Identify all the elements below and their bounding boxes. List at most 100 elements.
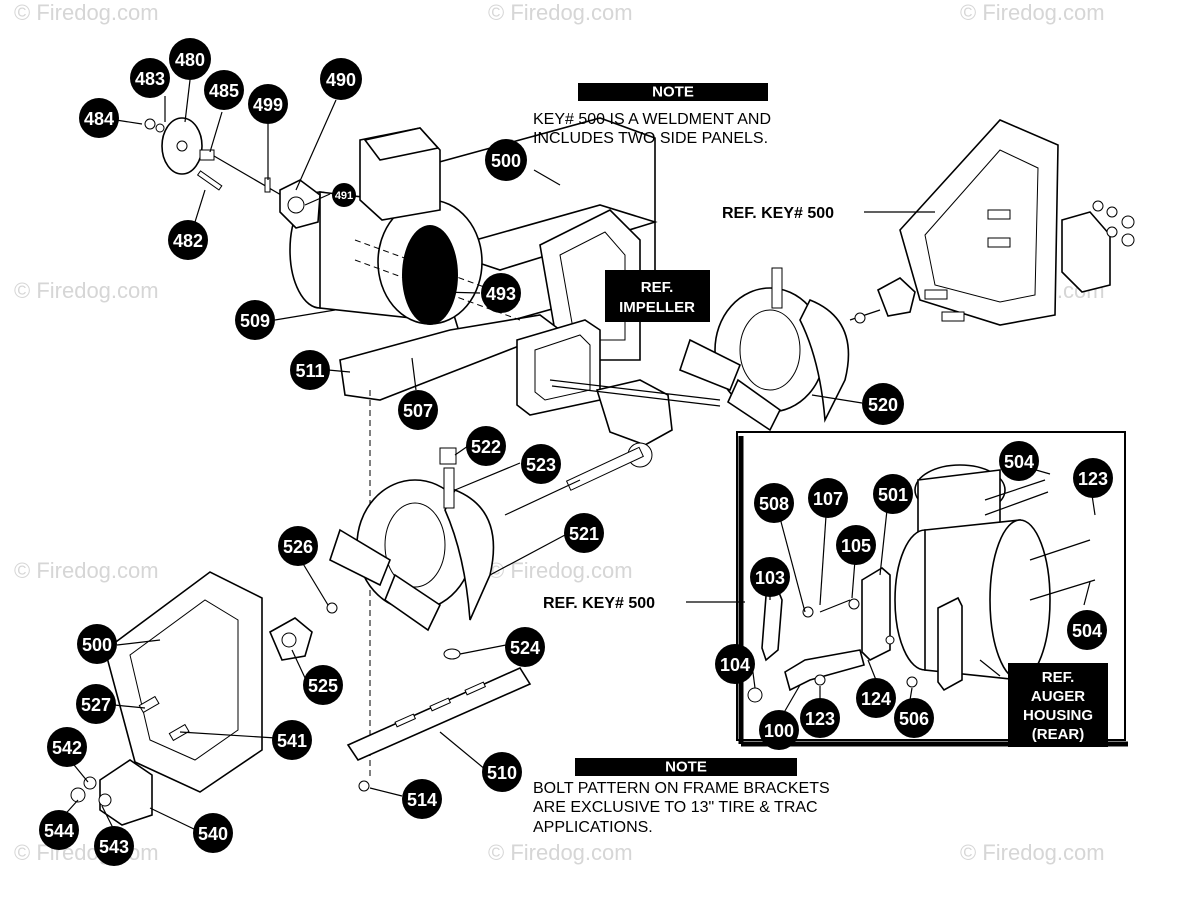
callout-number: 511: [295, 361, 324, 381]
callout-522: 522: [466, 426, 506, 466]
callout-number: 104: [720, 655, 750, 675]
callout-number: 526: [283, 537, 313, 557]
callout-number: 483: [135, 69, 165, 89]
callout-bubble: [750, 557, 790, 597]
callout-number: 123: [1078, 469, 1108, 489]
callout-bubble: [39, 810, 79, 850]
callout-100: 100: [759, 710, 799, 750]
callout-507: 507: [398, 390, 438, 430]
leader-lines: [59, 79, 1096, 831]
callout-bubble: [759, 710, 799, 750]
callout-bubble: [278, 526, 318, 566]
callout-bubble: [332, 183, 356, 207]
callout-number: 490: [326, 70, 356, 90]
note-bottom-heading: NOTE: [665, 759, 707, 776]
callout-number: 499: [253, 95, 283, 115]
watermark: © Firedog.com: [488, 840, 633, 865]
callout-number: 514: [407, 790, 437, 810]
watermark: © Firedog.com: [14, 0, 159, 25]
callout-107: 107: [808, 478, 848, 518]
callout-bubble: [320, 58, 362, 100]
note-top: NOTE KEY# 500 IS A WELDMENT AND INCLUDES…: [533, 83, 771, 147]
watermark: © Firedog.com: [14, 558, 159, 583]
callout-bubble: [94, 826, 134, 866]
callout-bubble: [79, 98, 119, 138]
ref-impeller-line1: REF.: [641, 279, 674, 296]
callout-500: 500: [77, 624, 117, 664]
callout-number: 480: [175, 50, 205, 70]
callout-485: 485: [204, 70, 244, 110]
callout-123: 123: [800, 698, 840, 738]
callout-bubble: [169, 38, 211, 80]
callout-number: 100: [764, 721, 794, 741]
callout-bubble: [856, 678, 896, 718]
callout-103: 103: [750, 557, 790, 597]
callout-number: 524: [510, 638, 540, 658]
callout-bubble: [505, 627, 545, 667]
scraper-bar-drawing: [346, 666, 532, 792]
ref-key-label-mid: REF. KEY# 500: [543, 595, 655, 612]
callout-number: 522: [471, 437, 501, 457]
callout-500: 500: [485, 139, 527, 181]
callout-number: 521: [569, 524, 599, 544]
watermark: © Firedog.com: [960, 0, 1105, 25]
callout-524: 524: [505, 627, 545, 667]
callout-543: 543: [94, 826, 134, 866]
callout-bubble: [193, 813, 233, 853]
callout-526: 526: [278, 526, 318, 566]
ref-impeller-line2: IMPELLER: [619, 299, 695, 316]
callout-520: 520: [862, 383, 904, 425]
watermark: © Firedog.com: [14, 278, 159, 303]
ref-auger-housing-box: REF. AUGER HOUSING (REAR): [1008, 663, 1108, 747]
ref-key-label-right: REF. KEY# 500: [722, 205, 834, 222]
callout-bubble: [481, 273, 521, 313]
callout-number: 506: [899, 709, 929, 729]
callout-bubble: [862, 383, 904, 425]
ref-impeller-box: REF. IMPELLER: [605, 270, 710, 322]
note-bottom: NOTE BOLT PATTERN ON FRAME BRACKETS ARE …: [533, 758, 830, 836]
note-bottom-line2: ARE EXCLUSIVE TO 13" TIRE & TRAC: [533, 799, 818, 816]
callout-number: 123: [805, 709, 835, 729]
callout-510: 510: [482, 752, 522, 792]
callout-bubble: [76, 684, 116, 724]
callout-number: 124: [861, 689, 891, 709]
callout-number: 103: [755, 568, 785, 588]
callout-number: 500: [82, 635, 112, 655]
callout-bubble: [482, 752, 522, 792]
callout-542: 542: [47, 727, 87, 767]
callout-number: 107: [813, 489, 843, 509]
callout-bubble: [999, 441, 1039, 481]
callout-484: 484: [79, 98, 119, 138]
callout-number: 527: [81, 695, 111, 715]
impeller-hub-parts: [144, 117, 321, 229]
callout-491: 491: [332, 183, 356, 207]
ref-auger-line3: HOUSING: [1023, 707, 1093, 724]
callout-number: 482: [173, 231, 203, 251]
callout-number: 509: [240, 311, 270, 331]
callout-number: 491: [335, 190, 353, 202]
callout-105: 105: [836, 525, 876, 565]
callout-number: 501: [878, 485, 908, 505]
callout-number: 504: [1004, 452, 1034, 472]
callout-525: 525: [303, 665, 343, 705]
callout-509: 509: [235, 300, 275, 340]
note-top-line2: INCLUDES TWO SIDE PANELS.: [533, 130, 768, 147]
callout-layer: 4804834844854824994904915004935095115075…: [39, 38, 1113, 866]
callout-490: 490: [320, 58, 362, 100]
callout-514: 514: [402, 779, 442, 819]
callout-number: 543: [99, 837, 129, 857]
callout-bubble: [272, 720, 312, 760]
callout-544: 544: [39, 810, 79, 850]
note-top-line1: KEY# 500 IS A WELDMENT AND: [533, 111, 771, 128]
callout-number: 544: [44, 821, 74, 841]
callout-number: 523: [526, 455, 556, 475]
callout-bubble: [290, 350, 330, 390]
auger-right-drawing: [679, 267, 881, 432]
note-bottom-line1: BOLT PATTERN ON FRAME BRACKETS: [533, 780, 830, 797]
watermark: © Firedog.com: [488, 558, 633, 583]
callout-499: 499: [248, 84, 288, 124]
watermark: © Firedog.com: [488, 0, 633, 25]
callout-bubble: [77, 624, 117, 664]
callout-123: 123: [1073, 458, 1113, 498]
callout-bubble: [485, 139, 527, 181]
